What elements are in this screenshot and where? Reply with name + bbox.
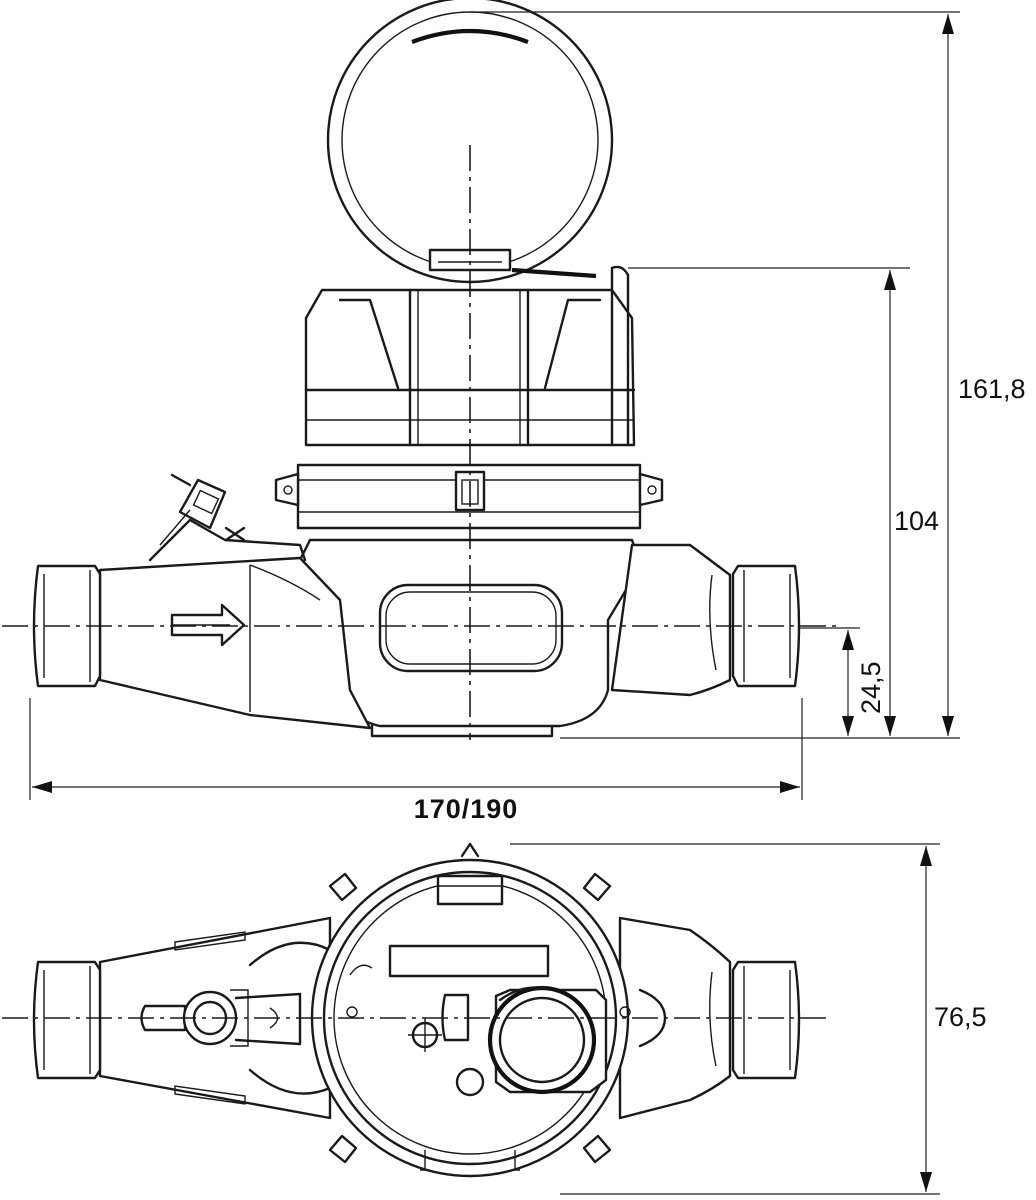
meter-lid xyxy=(326,0,614,284)
inlet-pipe xyxy=(32,556,372,730)
outlet-pipe xyxy=(610,543,801,697)
meter-body xyxy=(298,538,638,738)
flow-arrow-icon xyxy=(170,603,246,647)
width-label: 76,5 xyxy=(934,1002,987,1032)
top-sensor xyxy=(140,941,332,1095)
length-label: 170/190 xyxy=(414,794,519,824)
pulse-sensor xyxy=(148,473,307,562)
body-height-label: 104 xyxy=(894,506,939,536)
total-height-label: 161,8 xyxy=(958,374,1026,404)
top-view xyxy=(2,842,830,1178)
side-view xyxy=(2,0,840,740)
top-view-dimensions: 76,5 xyxy=(510,843,987,1195)
axis-height-label: 24,5 xyxy=(856,661,886,714)
dial-cap xyxy=(487,985,608,1095)
flange-ring xyxy=(274,463,664,530)
side-view-dimensions: 161,8 104 24,5 170/190 xyxy=(29,11,1026,824)
